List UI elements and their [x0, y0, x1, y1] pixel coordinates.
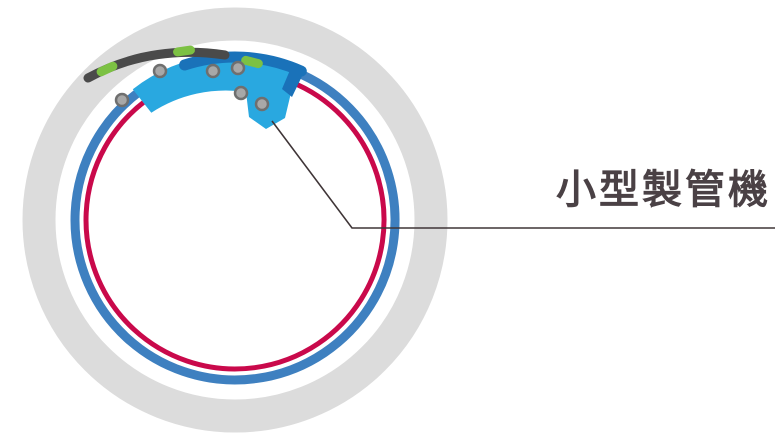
roller-bolt — [230, 60, 246, 76]
green-pad — [173, 45, 195, 57]
leader-line — [271, 120, 775, 229]
liner-ring — [70, 67, 400, 385]
green-pad — [96, 61, 118, 77]
roller-bolts — [114, 60, 270, 112]
existing-pipe-ring — [22, 7, 448, 433]
green-pad — [241, 55, 263, 69]
roller-bolt — [233, 85, 249, 101]
machine-right-cap — [282, 63, 305, 97]
roller-bolt — [152, 63, 168, 79]
machine-label: 小型製管機 — [556, 168, 771, 212]
guide-pads — [96, 45, 263, 77]
roller-bolt — [114, 92, 130, 108]
roller-bolt — [205, 63, 221, 79]
seal-ring — [83, 79, 387, 372]
roller-bolt — [254, 96, 270, 112]
